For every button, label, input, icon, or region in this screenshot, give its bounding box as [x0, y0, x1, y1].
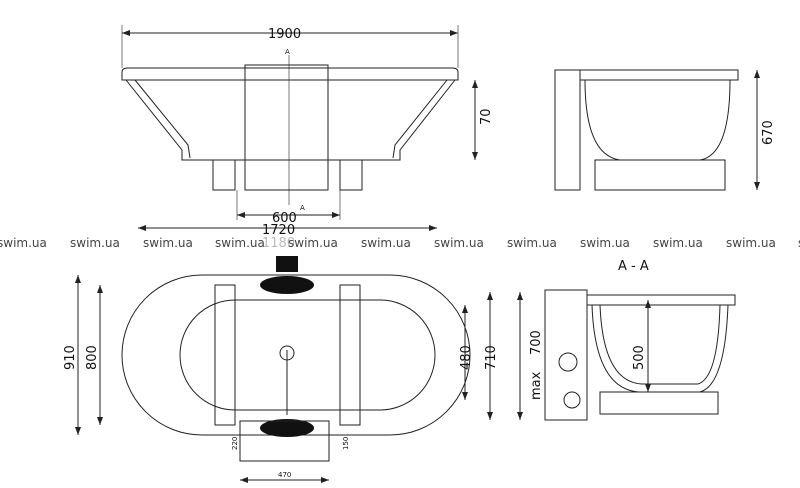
dim-basin-width: 480	[459, 345, 474, 370]
dim-box-width: 470	[278, 471, 291, 479]
dim-box-left: 220	[231, 437, 239, 450]
watermark: swim.ua	[507, 236, 557, 250]
section-marker-top: A	[285, 48, 290, 56]
dim-inner-width: 800	[85, 345, 100, 370]
section-title: A - A	[618, 259, 649, 274]
watermark: swim.ua	[70, 236, 120, 250]
dim-width: 910	[63, 345, 78, 370]
watermark: swim.ua	[580, 236, 630, 250]
plan-view: 910 800 480 710 1180 470 220 150	[63, 236, 499, 483]
dim-rim: 70	[479, 108, 494, 125]
dim-height: 670	[761, 120, 776, 145]
dim-strip-width: 710	[484, 345, 499, 370]
front-elevation: 1900 A A 70 600 1720	[121, 25, 494, 238]
watermark: swim.ua	[0, 236, 47, 250]
watermark: swim.ua	[215, 236, 265, 250]
watermark: swim.ua	[653, 236, 703, 250]
max-label: max	[529, 371, 544, 400]
dim-inner-length: 1720	[262, 223, 295, 238]
dim-section-depth: 500	[632, 345, 647, 370]
watermark: swim.ua	[434, 236, 484, 250]
watermark: swim.ua	[798, 236, 800, 250]
watermark: swim.ua	[726, 236, 776, 250]
dim-length: 1900	[268, 27, 301, 42]
watermark: swim.ua	[361, 236, 411, 250]
side-elevation: 670	[554, 69, 776, 191]
watermark: swim.ua	[143, 236, 193, 250]
dim-feet-spacing: 600	[272, 211, 297, 226]
section-marker-bottom: A	[300, 204, 305, 212]
dim-ghost: 1180	[262, 236, 295, 251]
dim-section-height: 700	[529, 330, 544, 355]
dim-box-right: 150	[342, 437, 350, 450]
section-view: A - A 500 700 max	[517, 259, 736, 421]
watermark-row: swim.ua swim.ua swim.ua swim.ua swim.ua …	[0, 236, 800, 250]
watermark: swim.ua	[288, 236, 338, 250]
